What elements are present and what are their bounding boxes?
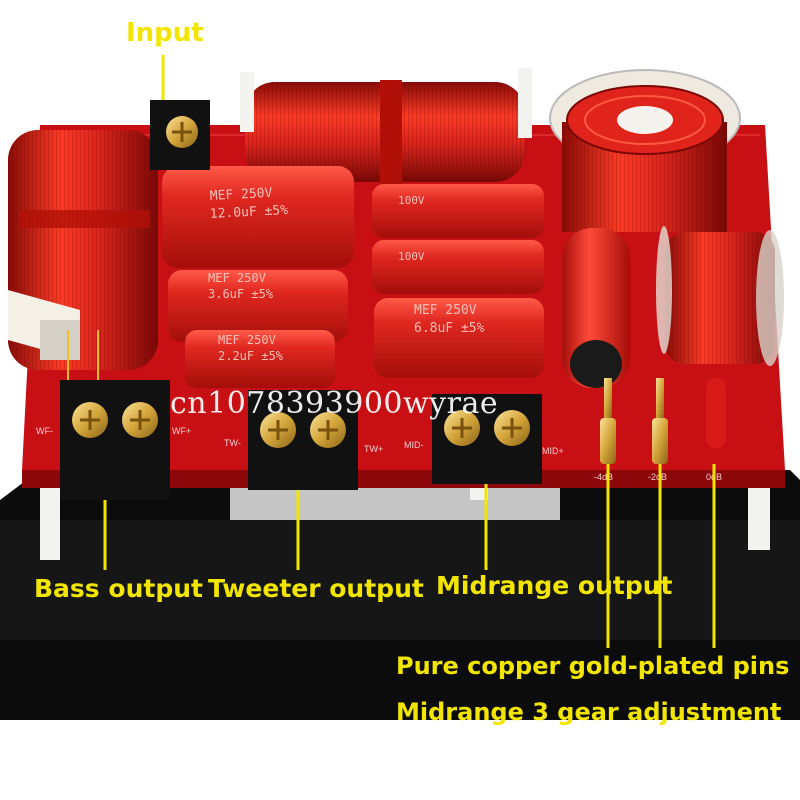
cap-100v-a: 100V bbox=[398, 194, 425, 207]
pcb-label-wf-minus: WF- bbox=[36, 426, 53, 436]
callout-bass-output: Bass output bbox=[34, 574, 203, 603]
callout-midrange-output: Midrange output bbox=[436, 571, 673, 600]
callout-adjustment: Midrange 3 gear adjustment bbox=[396, 698, 782, 726]
cap-6.8uf-line1: MEF 250V bbox=[414, 303, 477, 318]
watermark-text: cn1078393900wyrae bbox=[170, 386, 499, 421]
cap-2.2uf-line1: MEF 250V bbox=[218, 333, 276, 347]
callout-pins: Pure copper gold-plated pins bbox=[396, 652, 790, 680]
callout-tweeter-output: Tweeter output bbox=[208, 574, 424, 603]
pcb-label-wf-plus: WF+ bbox=[172, 426, 191, 436]
pcb-label-tw-minus: TW- bbox=[224, 438, 241, 448]
cap-3.6uf-line1: MEF 250V bbox=[208, 271, 266, 285]
cap-6.8uf-line2: 6.8uF ±5% bbox=[414, 321, 485, 336]
pcb-label-minus2db: -2dB bbox=[648, 472, 667, 482]
callout-input: Input bbox=[126, 18, 204, 48]
pcb-label-tw-plus: TW+ bbox=[364, 444, 383, 454]
cap-2.2uf-line2: 2.2uF ±5% bbox=[218, 349, 284, 363]
cap-3.6uf-line2: 3.6uF ±5% bbox=[208, 287, 274, 301]
cap-12uf-line1: MEF 250V bbox=[209, 186, 272, 204]
cap-12uf-line2: 12.0uF ±5% bbox=[209, 203, 288, 222]
cap-100v-b: 100V bbox=[398, 250, 425, 263]
pcb-label-minus4db: -4dB bbox=[594, 472, 613, 482]
pcb-label-mid-minus: MID- bbox=[404, 440, 424, 450]
pcb-label-mid-plus: MID+ bbox=[542, 446, 564, 456]
